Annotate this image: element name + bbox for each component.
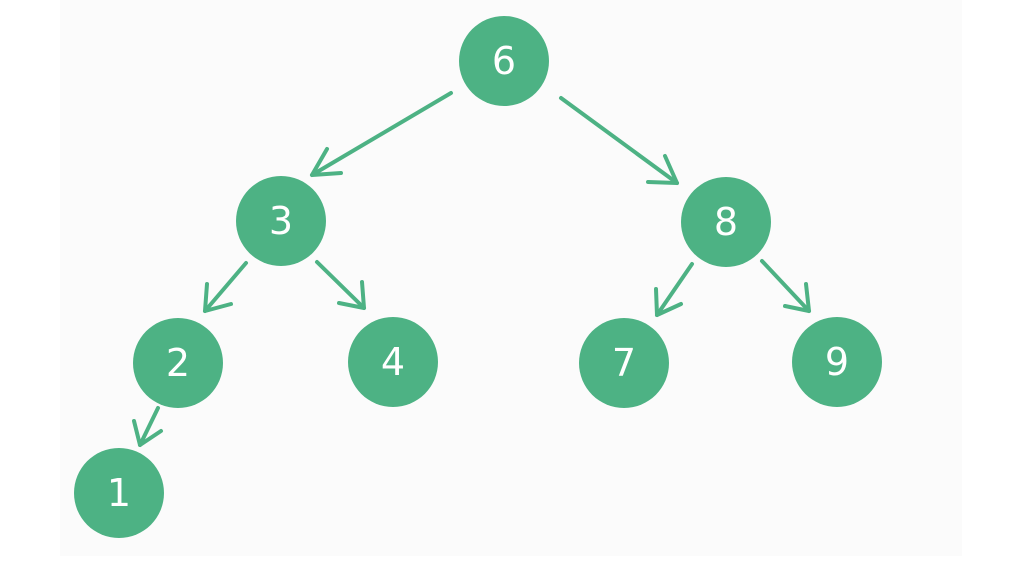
edge-6-to-8	[559, 96, 679, 185]
node-2-circle	[133, 318, 223, 408]
edge-6-to-3	[310, 91, 453, 177]
node-9-label: 9	[825, 340, 849, 384]
edge-8-to-9	[760, 259, 811, 313]
edge-3-to-4	[315, 260, 366, 310]
edge-2-to-1	[132, 406, 163, 447]
tree-node-7: 7	[579, 318, 669, 408]
node-8-circle	[681, 177, 771, 267]
node-7-circle	[579, 318, 669, 408]
tree-node-1: 1	[74, 448, 164, 538]
node-4-label: 4	[381, 340, 405, 384]
node-9-circle	[792, 317, 882, 407]
edge-8-to-7	[654, 262, 694, 317]
node-4-circle	[348, 317, 438, 407]
node-3-label: 3	[269, 199, 293, 243]
tree-node-4: 4	[348, 317, 438, 407]
node-6-label: 6	[492, 39, 516, 83]
tree-node-8: 8	[681, 177, 771, 267]
node-6-circle	[459, 16, 549, 106]
edge-3-to-2	[203, 261, 248, 313]
node-8-label: 8	[714, 200, 738, 244]
node-1-circle	[74, 448, 164, 538]
nodes-layer: 6 3 8 2 4 7 9	[74, 16, 882, 538]
node-2-label: 2	[166, 341, 190, 385]
node-3-circle	[236, 176, 326, 266]
edges-layer	[132, 91, 811, 447]
tree-node-9: 9	[792, 317, 882, 407]
tree-node-3: 3	[236, 176, 326, 266]
tree-node-6: 6	[459, 16, 549, 106]
tree-node-2: 2	[133, 318, 223, 408]
node-7-label: 7	[612, 341, 636, 385]
node-1-label: 1	[107, 471, 131, 515]
